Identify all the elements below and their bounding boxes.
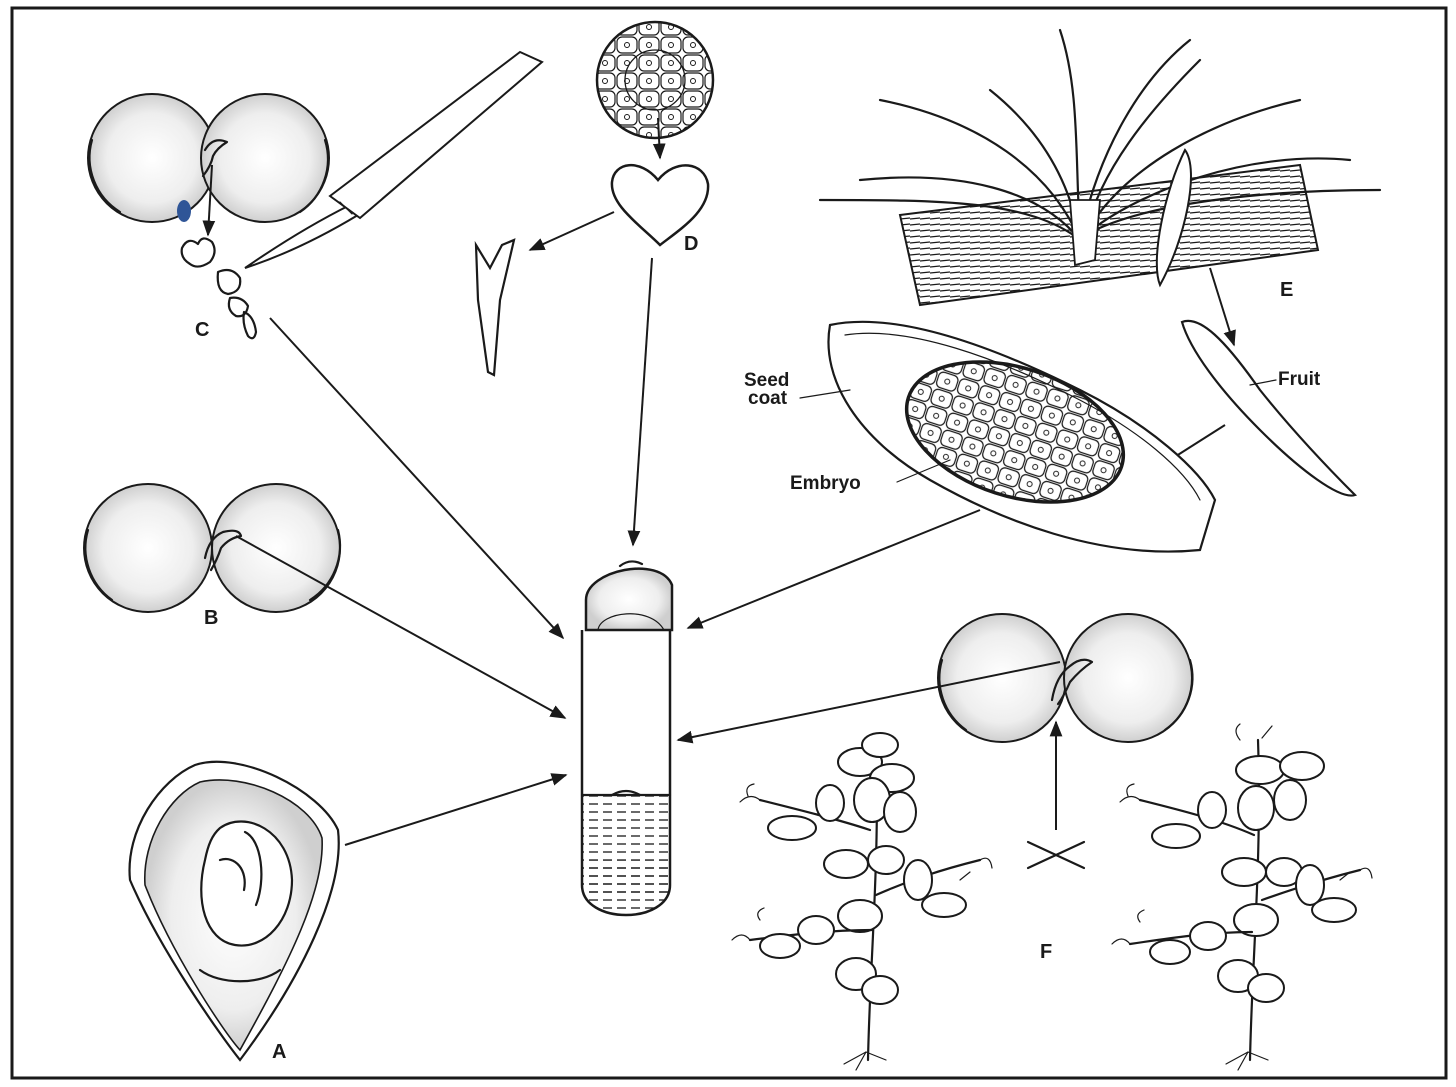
tube-plug: [586, 569, 672, 630]
seed-cotyledons-c: [88, 94, 329, 222]
label-fruit: Fruit: [1278, 369, 1321, 390]
torpedo-embryo: [476, 240, 514, 375]
label-f: F: [1040, 941, 1052, 963]
seed-cotyledons-f: [938, 614, 1192, 742]
label-seed-coat-2: coat: [748, 388, 788, 409]
label-b: B: [204, 607, 218, 629]
seed-section: [828, 322, 1215, 552]
marker-dot: [177, 200, 191, 222]
label-a: A: [272, 1041, 286, 1063]
arrow-b-to-tube: [236, 536, 565, 718]
plant-left: [732, 733, 992, 1070]
panel-b: B: [84, 484, 565, 718]
culture-tube: [582, 561, 672, 915]
label-embryo: Embryo: [790, 473, 861, 494]
plant-right: [1112, 724, 1372, 1070]
panel-e: E Fruit Seed coat Embryo: [688, 30, 1380, 628]
panel-f: F: [678, 614, 1372, 1070]
panel-d: D: [476, 22, 713, 545]
fruit: [1182, 321, 1355, 496]
panel-a: A: [130, 762, 566, 1063]
label-d: D: [684, 233, 698, 255]
arrow-d-to-tube: [633, 258, 652, 545]
arrow-a-to-tube: [345, 775, 566, 845]
seed-cotyledons-b: [84, 484, 340, 612]
cross-icon: [1028, 842, 1084, 868]
excised-embryo-pieces: [182, 238, 256, 338]
arrow-d-left: [530, 212, 614, 250]
cell-mass: [597, 22, 713, 138]
label-e: E: [1280, 279, 1293, 301]
bark-substrate: [900, 165, 1318, 305]
arrow-e-to-tube: [688, 510, 980, 628]
label-c: C: [195, 319, 209, 341]
